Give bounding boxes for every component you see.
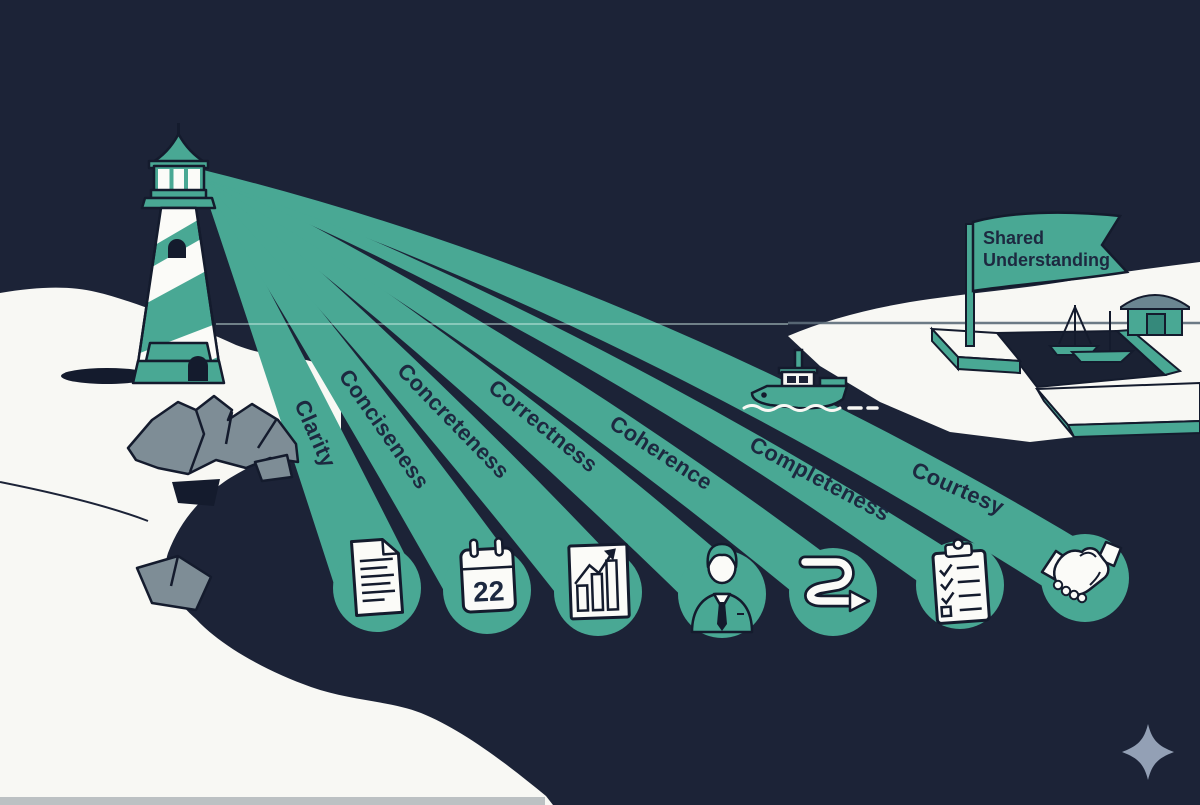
hut-door bbox=[1146, 313, 1166, 336]
beam-coherence bbox=[200, 170, 848, 614]
rock-edge-line bbox=[169, 555, 180, 587]
flag-label-line1: Shared bbox=[983, 228, 1044, 248]
lighthouse-base-lower bbox=[131, 359, 226, 385]
goal-flag: Shared Understanding bbox=[965, 211, 1130, 347]
harbor bbox=[929, 294, 1200, 439]
lantern-room bbox=[152, 164, 206, 194]
rock-small bbox=[253, 453, 294, 483]
lighthouse-door bbox=[188, 356, 208, 381]
beam-conciseness bbox=[199, 171, 519, 612]
beam-correctness bbox=[200, 170, 746, 618]
beam-completeness bbox=[201, 170, 972, 605]
rowboat-hull bbox=[1069, 349, 1136, 363]
handshake-icon bbox=[1040, 540, 1123, 604]
flag-label-line2: Understanding bbox=[983, 250, 1110, 270]
sparkle-icon bbox=[1122, 724, 1174, 780]
flag-banner bbox=[971, 211, 1130, 293]
winding-arrow-icon bbox=[798, 555, 871, 613]
checklist-icon bbox=[931, 538, 991, 625]
person-shirt bbox=[712, 592, 732, 610]
tower-window bbox=[168, 239, 186, 258]
rocks bbox=[126, 394, 300, 612]
lighthouse-gallery bbox=[140, 196, 217, 210]
document-icon bbox=[349, 537, 405, 617]
person-tie bbox=[717, 602, 727, 631]
sailboat bbox=[1047, 305, 1136, 363]
rock-edge bbox=[135, 554, 213, 612]
boat-window-1 bbox=[787, 376, 796, 383]
beam-clarity bbox=[199, 172, 414, 604]
rock-large bbox=[126, 394, 300, 476]
rock-dark-facet bbox=[172, 479, 220, 506]
tower-stripe-2 bbox=[147, 239, 206, 303]
harbor-hut bbox=[1120, 294, 1190, 336]
person-icon bbox=[690, 542, 754, 634]
dock-left bbox=[929, 326, 1023, 375]
calendar-day-number: 22 bbox=[472, 575, 505, 608]
hut-roof bbox=[1120, 294, 1190, 310]
lighthouse bbox=[131, 123, 226, 385]
boat-waterline bbox=[742, 404, 842, 412]
beam-courtesy bbox=[201, 170, 1098, 606]
fishing-boat bbox=[742, 348, 879, 412]
harbor-basin-edge bbox=[1114, 328, 1183, 377]
boat-porthole bbox=[761, 392, 767, 398]
snow-shore-left bbox=[0, 287, 553, 805]
lantern-window bbox=[158, 169, 200, 189]
bar-chart-icon bbox=[567, 542, 631, 621]
beam-icons: 22 bbox=[349, 537, 1123, 634]
boat-window-2 bbox=[799, 376, 808, 383]
tower-stripe-1 bbox=[155, 208, 203, 245]
lighthouse-shadow bbox=[61, 368, 153, 384]
rock-facet-line bbox=[188, 409, 278, 473]
boat-mast bbox=[793, 348, 804, 371]
dock-right bbox=[1034, 381, 1200, 439]
calendar-icon: 22 bbox=[459, 537, 517, 614]
shore-terrain-line bbox=[0, 481, 149, 522]
boat-hull bbox=[750, 384, 849, 410]
person-hair bbox=[706, 542, 738, 569]
shore-bottom-strip bbox=[0, 797, 545, 805]
beam-concreteness bbox=[200, 171, 623, 616]
